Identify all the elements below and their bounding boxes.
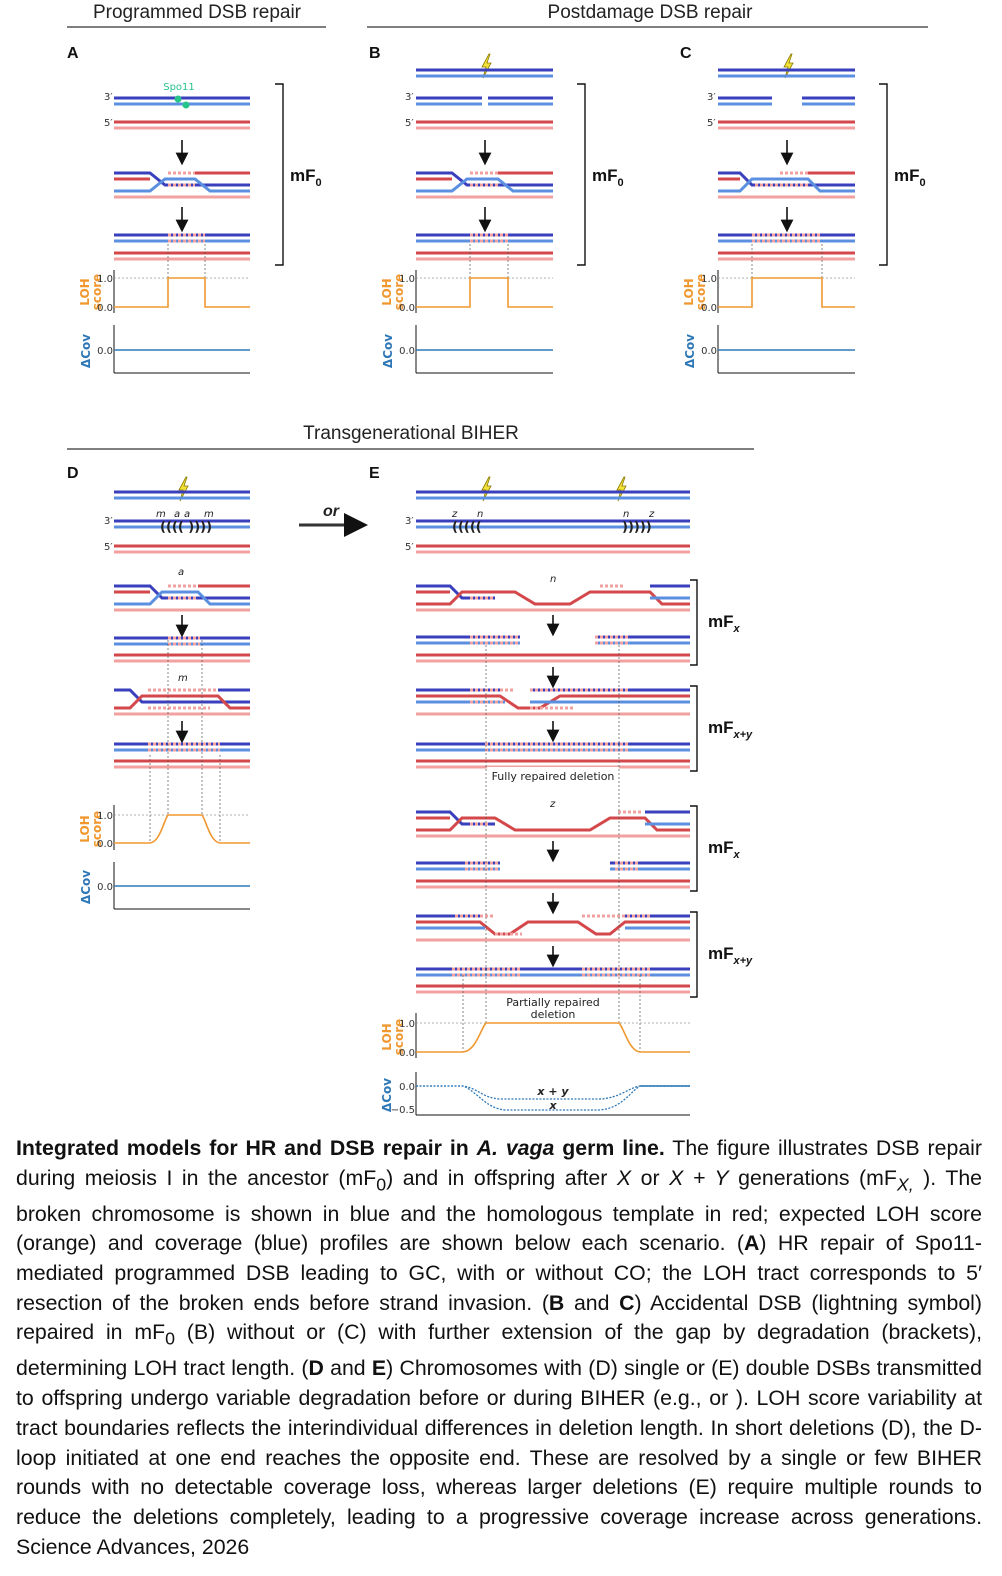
strand-5-label: 5′	[405, 542, 414, 553]
loh-axis-label: LOHscore	[380, 274, 406, 311]
strand-5-label: 5′	[405, 118, 414, 129]
panel-c: 3′ 5′ mF0 LOHscore 1.0 0.0 ΔCov 0.0	[682, 53, 926, 374]
loh-axis-label: LOHscore	[682, 274, 708, 311]
mf0-label: mF0	[290, 166, 322, 189]
degradation-label: m	[178, 673, 188, 684]
tick-label: 1.0	[97, 274, 113, 285]
tick-label: 0.0	[97, 303, 113, 314]
cov-axis-label: ΔCov	[683, 334, 697, 368]
section-title-programmed: Programmed DSB repair	[93, 2, 302, 23]
tick-label: 0.0	[399, 1082, 415, 1093]
degradation-brackets: )))))	[622, 520, 652, 535]
partially-repaired-label: Partially repaired	[506, 996, 600, 1009]
strand-5-label: 5′	[707, 118, 716, 129]
panel-label-e: E	[369, 465, 380, 482]
degradation-label: n	[623, 509, 629, 520]
panel-b: 3′ 5′ mF0 LOHscore 1.0 0.0 ΔCov 0.0	[380, 53, 624, 374]
tick-label: 0.0	[701, 303, 717, 314]
loh-axis-label: LOHscore	[380, 1019, 406, 1056]
degradation-label: z	[648, 509, 655, 520]
spo11-dot	[182, 101, 190, 109]
mf0-label: mF0	[894, 166, 926, 189]
strand-3-label: 3′	[405, 92, 414, 103]
section-title-postdamage: Postdamage DSB repair	[548, 2, 754, 23]
cov-axis-label: ΔCov	[79, 334, 93, 368]
degradation-label: a	[178, 567, 184, 578]
strand-3-label: 3′	[104, 92, 113, 103]
mfx-label: mFx	[708, 838, 741, 861]
tick-label: 0.0	[97, 346, 113, 357]
strand-5-label: 5′	[104, 542, 113, 553]
figure-caption: Integrated models for HR and DSB repair …	[16, 1136, 983, 1559]
panel-a: Spo11 3′ 5′ mF0 LOHscore 1.0 0.0	[78, 82, 322, 374]
degradation-brackets: (((((	[452, 520, 482, 535]
degradation-label: n	[477, 509, 483, 520]
figure-diagram: Programmed DSB repair Postdamage DSB rep…	[67, 2, 928, 1116]
cov-axis-label: ΔCov	[381, 334, 395, 368]
mfx-label: mFx	[708, 612, 741, 635]
degradation-label: a	[174, 509, 180, 520]
section-title-biher: Transgenerational BIHER	[303, 423, 519, 444]
panel-label-d: D	[67, 465, 79, 482]
strand-5-label: 5′	[104, 118, 113, 129]
cov-annotation-xy: x + y	[536, 1085, 569, 1098]
loh-axis-label: LOHscore	[78, 274, 104, 311]
spo11-label: Spo11	[163, 82, 195, 93]
panel-label-c: C	[680, 45, 692, 62]
mfxy-label: mFx+y	[708, 718, 753, 741]
spo11-dot	[174, 95, 182, 103]
tick-label: 0.0	[399, 346, 415, 357]
cov-axis-label: ΔCov	[380, 1078, 394, 1112]
degradation-label: m	[156, 509, 166, 520]
tick-label: −0.5	[391, 1105, 415, 1116]
loh-axis-label: LOHscore	[78, 811, 104, 848]
tick-label: 0.0	[399, 1048, 415, 1059]
degradation-label: m	[204, 509, 214, 520]
cov-annotation-x: x	[548, 1099, 557, 1112]
tick-label: 1.0	[97, 811, 113, 822]
or-label: or	[323, 503, 340, 520]
panel-label-a: A	[67, 45, 79, 62]
tick-label: 0.0	[97, 839, 113, 850]
degradation-label: n	[550, 574, 556, 585]
fully-repaired-label: Fully repaired deletion	[492, 770, 615, 783]
degradation-label: a	[184, 509, 190, 520]
panel-e: 3′ 5′ z n n z ((((( ))))) n mFx	[380, 476, 753, 1116]
tick-label: 1.0	[399, 274, 415, 285]
partially-repaired-label-2: deletion	[531, 1008, 576, 1021]
panel-label-b: B	[369, 45, 381, 62]
strand-3-label: 3′	[104, 516, 113, 527]
cov-axis-label: ΔCov	[79, 870, 93, 904]
strand-3-label: 3′	[405, 516, 414, 527]
tick-label: 0.0	[97, 882, 113, 893]
degradation-label: z	[549, 799, 556, 810]
panel-d: 3′ 5′ m a a m (((( )))) a m	[78, 476, 250, 910]
strand-3-label: 3′	[707, 92, 716, 103]
degradation-label: z	[451, 509, 458, 520]
degradation-brackets: (((( ))))	[160, 520, 212, 535]
tick-label: 1.0	[399, 1019, 415, 1030]
tick-label: 1.0	[701, 274, 717, 285]
caption-title: Integrated models for HR and DSB repair …	[16, 1136, 665, 1160]
tick-label: 0.0	[399, 303, 415, 314]
mfxy-label: mFx+y	[708, 944, 753, 967]
mf0-label: mF0	[592, 166, 624, 189]
tick-label: 0.0	[701, 346, 717, 357]
